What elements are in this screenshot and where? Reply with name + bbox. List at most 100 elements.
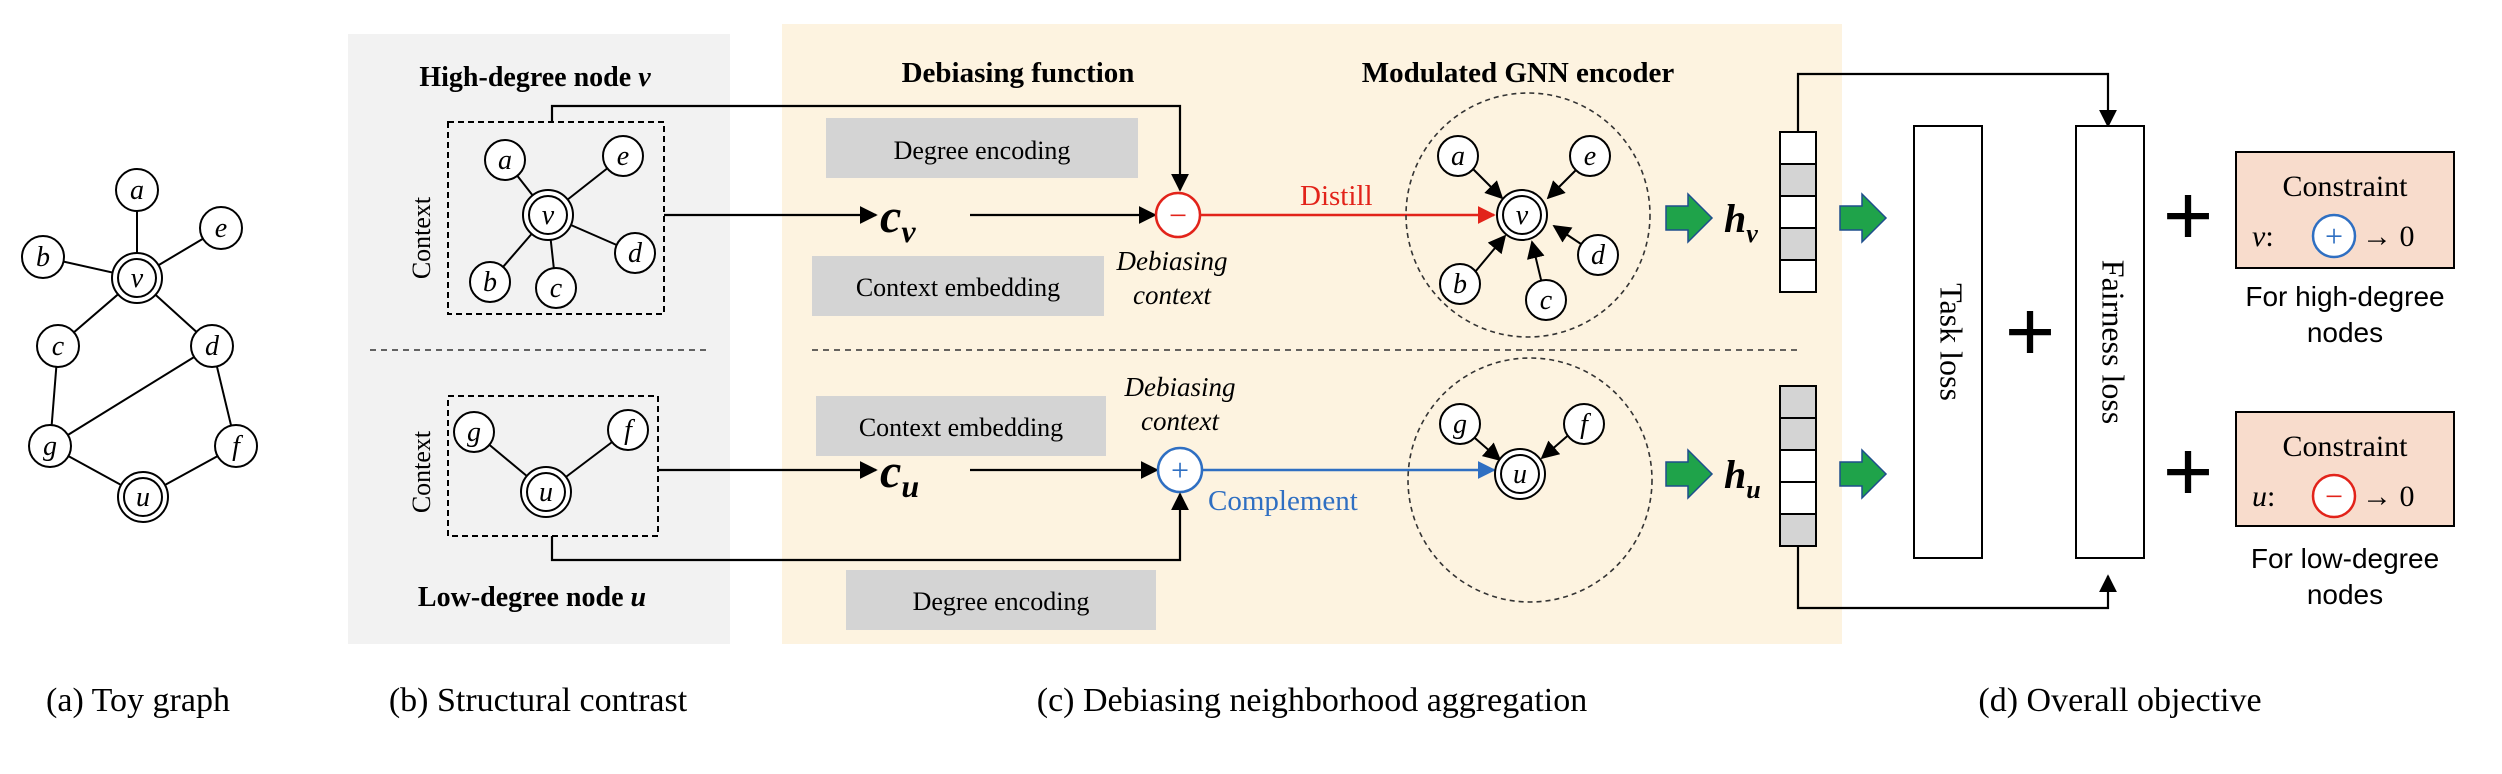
hc-node-e: e xyxy=(602,135,644,177)
context-embedding-bottom-label: Context embedding xyxy=(859,413,1063,442)
svg-text:c: c xyxy=(1540,285,1553,316)
encode-arrow-top xyxy=(1665,192,1714,244)
constraint-top-note-2: nodes xyxy=(2307,317,2383,348)
task-loss-box xyxy=(1913,125,1983,559)
toy-node-f: f xyxy=(214,424,258,468)
context-embedding-top-label: Context embedding xyxy=(856,273,1060,302)
svg-text:a: a xyxy=(1451,141,1465,172)
structural-contrast-panel xyxy=(348,34,730,644)
context-embedding-bottom xyxy=(816,396,1106,456)
svg-text:d: d xyxy=(628,238,643,269)
high-context-box xyxy=(447,121,665,315)
constraint-bottom-plus: + xyxy=(2162,423,2213,522)
toy-node-g: g xyxy=(28,424,72,468)
encoder-bottom-nodes: g f u xyxy=(1439,403,1605,500)
enc-node-v: v xyxy=(1496,189,1548,241)
svg-text:d: d xyxy=(1591,240,1606,271)
svg-text:e: e xyxy=(1584,141,1596,172)
svg-text:f: f xyxy=(232,431,243,462)
embedding-vector-u xyxy=(1779,385,1817,547)
svg-text:u: u xyxy=(539,477,553,508)
hc-node-c: c xyxy=(535,267,577,309)
svg-text:e: e xyxy=(215,213,227,244)
hc-node-d: d xyxy=(614,232,656,274)
enc-node-g: g xyxy=(1439,403,1481,445)
constraint-top-plus: + xyxy=(2162,167,2213,266)
constraint-bottom-note-2: nodes xyxy=(2307,579,2383,610)
high-degree-title: High-degree node v xyxy=(419,62,651,93)
debiasing-aggregation-panel xyxy=(782,24,1842,644)
encoder-top-nodes: a e v b c d xyxy=(1437,135,1619,321)
distill-label: Distill xyxy=(1300,180,1373,212)
svg-text:u: u xyxy=(136,482,150,513)
c-v-symbol: cv xyxy=(880,190,916,249)
high-context-nodes: a e v d b c xyxy=(469,135,656,309)
debiasing-context-top-1: Debiasing xyxy=(1116,246,1228,276)
enc-node-b: b xyxy=(1439,263,1481,305)
svg-text:f: f xyxy=(1580,409,1591,440)
hc-node-a: a xyxy=(484,139,526,181)
constraint-bottom-minus-icon: − xyxy=(2311,473,2357,519)
task-loss-label: Task loss xyxy=(1934,283,1970,401)
hv-to-fairness-path xyxy=(1796,72,2117,132)
svg-text:b: b xyxy=(483,267,497,298)
context-label-top: Context xyxy=(407,196,436,279)
svg-text:−: − xyxy=(2325,478,2343,514)
embedding-vector-v xyxy=(1779,131,1817,293)
constraint-bottom-note-1: For low-degree xyxy=(2251,543,2439,574)
debiasing-context-top-2: context xyxy=(1133,280,1212,310)
debiasing-context-bottom-1: Debiasing xyxy=(1124,372,1236,402)
svg-text:c: c xyxy=(550,273,563,304)
toy-node-e: e xyxy=(199,206,243,250)
fairness-loss-label: Fairness loss xyxy=(2096,260,2132,424)
caption-toy-graph: (a) Toy graph xyxy=(46,682,230,719)
toy-node-u: u xyxy=(117,471,169,523)
low-context-nodes: g f u xyxy=(453,409,649,518)
degree-encoding-bottom-label: Degree encoding xyxy=(913,587,1090,616)
svg-text:v: v xyxy=(1516,200,1529,231)
svg-text:+: + xyxy=(1171,452,1189,488)
degree-encoding-bottom xyxy=(846,570,1156,630)
enc-node-c: c xyxy=(1525,279,1567,321)
toy-node-c: c xyxy=(36,324,80,368)
constraint-bottom-var: u: xyxy=(2252,480,2275,513)
toy-graph-nodes: a e b v c d g f u xyxy=(21,168,258,523)
hc-node-b: b xyxy=(469,261,511,303)
h-u-symbol: hu xyxy=(1724,452,1761,504)
constraint-bottom-title: Constraint xyxy=(2283,430,2409,463)
toy-node-v: v xyxy=(111,252,163,304)
debiasing-function-title: Debiasing function xyxy=(902,57,1135,89)
degree-encoding-top-label: Degree encoding xyxy=(894,136,1071,165)
hu-to-fairness-path xyxy=(1796,546,2117,610)
constraint-top-tail: → 0 xyxy=(2362,220,2415,253)
svg-text:g: g xyxy=(43,431,57,462)
plus-operator: + xyxy=(1156,446,1204,494)
svg-text:b: b xyxy=(1453,269,1467,300)
to-loss-arrow-bottom xyxy=(1839,448,1888,500)
constraint-top-var: v: xyxy=(2252,220,2274,253)
degree-path-bottom xyxy=(550,492,1189,562)
fairness-loss-box xyxy=(2075,125,2145,559)
loss-plus: + xyxy=(2004,283,2055,382)
encoder-title: Modulated GNN encoder xyxy=(1362,57,1675,89)
enc-node-a: a xyxy=(1437,135,1479,177)
lc-node-u: u xyxy=(520,466,572,518)
svg-text:a: a xyxy=(498,145,512,176)
degree-path-top xyxy=(550,104,1189,192)
svg-text:d: d xyxy=(205,331,220,362)
svg-text:a: a xyxy=(130,175,144,206)
constraint-top-plus-icon: + xyxy=(2311,213,2357,259)
encoder-top-scope xyxy=(1405,92,1651,338)
svg-text:v: v xyxy=(542,200,555,231)
lc-node-f: f xyxy=(607,409,649,451)
context-label-bottom: Context xyxy=(407,430,436,513)
constraint-top-title: Constraint xyxy=(2283,170,2409,203)
debiasing-context-bottom-2: context xyxy=(1141,406,1220,436)
svg-text:f: f xyxy=(624,415,635,446)
context-embedding-top xyxy=(812,256,1104,316)
svg-text:b: b xyxy=(36,242,50,273)
enc-node-u: u xyxy=(1494,448,1546,500)
caption-debiasing-aggregation: (c) Debiasing neighborhood aggregation xyxy=(1037,682,1587,719)
h-v-symbol: hv xyxy=(1724,196,1758,248)
